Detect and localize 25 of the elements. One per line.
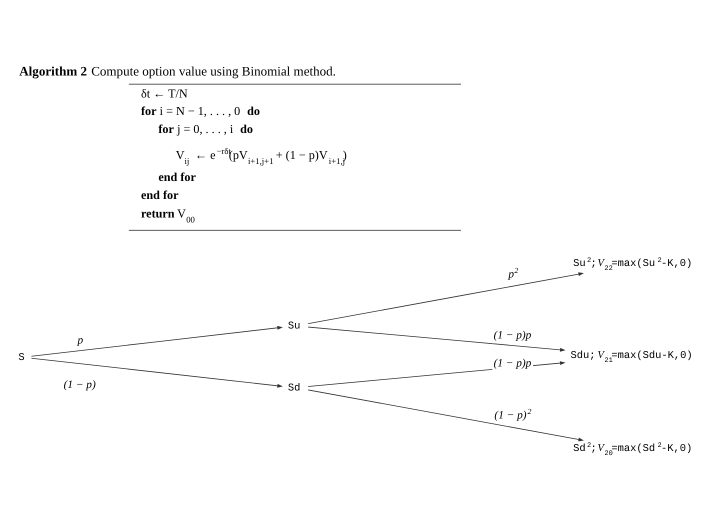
label: δt ← T/N: [141, 86, 188, 100]
arrow: [31, 357, 283, 388]
edge-label: p$^{2}$: [508, 266, 518, 280]
node-text: Su: [288, 320, 300, 332]
arrow: [308, 389, 584, 441]
label: return V$_{00}$: [141, 206, 195, 224]
node-text: Sdu;V$_{21}$=max(Sdu-K,0): [570, 350, 693, 365]
node-text: Sd: [288, 382, 300, 394]
label: for j = 0, . . . , i do: [158, 122, 253, 136]
node-text: Su$^{2}$;V$_{22}$=max(Su$^{2}$-K,0): [573, 256, 692, 273]
arrow: [31, 325, 283, 356]
arrow: [308, 326, 566, 352]
diagram-title: Algorithm 2 Compute option value using Binomial method.: [19, 63, 336, 78]
edge-label: (1 − p)p: [494, 328, 532, 341]
arrow: [308, 272, 584, 324]
label: end for: [141, 188, 178, 202]
label: end for: [158, 169, 196, 184]
edge-label: (1 − p)p: [494, 356, 532, 369]
label: for i = N − 1, . . . , 0 do: [141, 103, 260, 118]
edge-label: (1 − p)$^{2}$: [494, 406, 532, 421]
node-text: Sd$^{2}$;V$_{20}$=max(Sd$^{2}$-K,0): [573, 442, 692, 458]
label: V$_{ij}$ ← e$^{−rδt}$(pV$_{i+1,j+1}$ + (1 − p)V$_{i+1,j}$): [176, 145, 347, 166]
node-text: S: [18, 351, 25, 364]
edge-label: p: [78, 334, 84, 346]
edge-label: (1 − p): [64, 378, 96, 391]
